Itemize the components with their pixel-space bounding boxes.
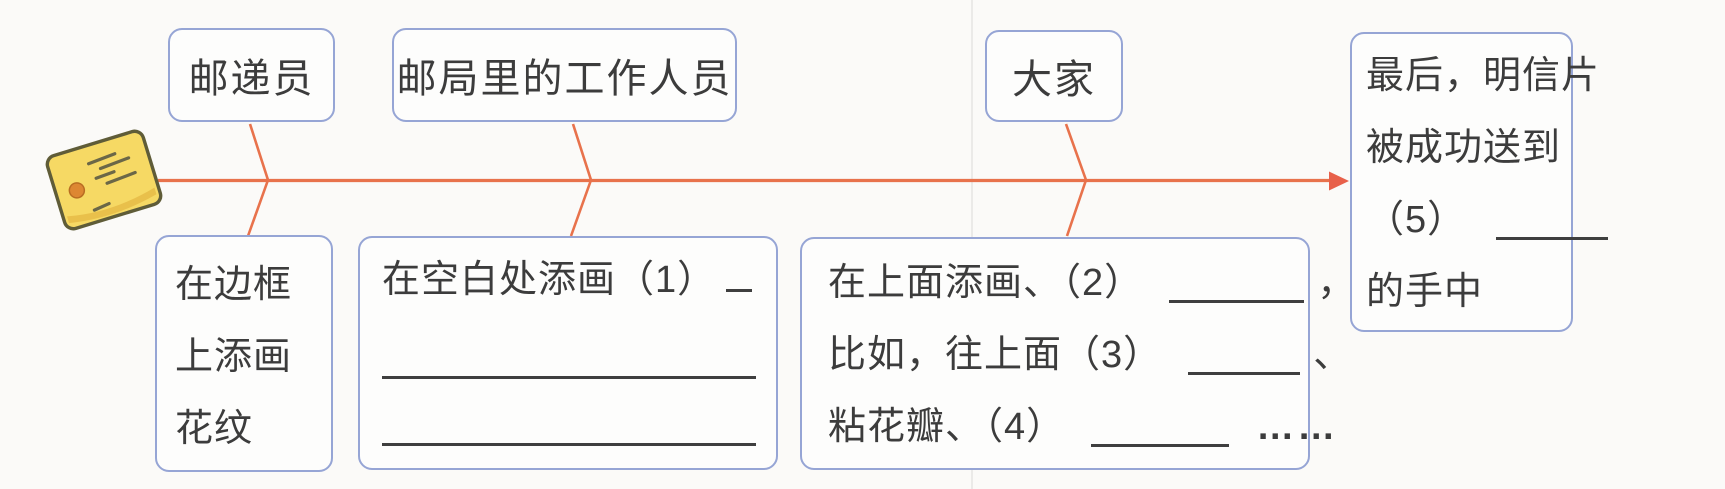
action-box-2: 在空白处添画（1） bbox=[358, 236, 778, 470]
action3-line1-comma: ， bbox=[1317, 262, 1357, 304]
writing-line-1[interactable] bbox=[382, 376, 756, 379]
action1-line1: 在边框 bbox=[175, 264, 293, 306]
action2-line1-text: 在空白处添画（1） bbox=[382, 259, 717, 301]
blank-4[interactable] bbox=[1090, 442, 1229, 447]
blank-2[interactable] bbox=[1168, 298, 1304, 303]
action3-line1-text: 在上面添画、（2） bbox=[828, 262, 1144, 304]
branch-chevron-3 bbox=[1064, 123, 1088, 237]
blank-1[interactable] bbox=[726, 287, 752, 292]
ellipsis: …… bbox=[1256, 406, 1339, 448]
actor-label: 邮局里的工作人员 bbox=[396, 57, 733, 101]
result-line4: 的手中 bbox=[1366, 271, 1484, 313]
branch-chevron-2 bbox=[569, 123, 593, 237]
address-lines-icon bbox=[86, 152, 137, 212]
branch-chevron-1 bbox=[246, 123, 270, 237]
action3-line3-text: 粘花瓣、（4） bbox=[828, 406, 1066, 448]
action3-line2-comma: 、 bbox=[1313, 334, 1353, 376]
actor-label: 邮递员 bbox=[188, 57, 315, 101]
result-line2: 被成功送到 bbox=[1366, 127, 1562, 169]
writing-line-2[interactable] bbox=[382, 443, 756, 446]
action-box-3: 在上面添画、（2） ， 比如，往上面（3） 、 粘花瓣、（4） …… bbox=[800, 237, 1355, 470]
blank-3[interactable] bbox=[1187, 370, 1300, 375]
action-box-1: 在边框 上添画 花纹 bbox=[155, 235, 333, 472]
actor-box-everyone: 大家 bbox=[985, 30, 1123, 122]
result-box: 最后，明信片 被成功送到 （5） 的手中 bbox=[1350, 32, 1608, 332]
actor-box-postman: 邮递员 bbox=[168, 28, 335, 122]
action1-line2: 上添画 bbox=[175, 336, 293, 378]
arrowhead-icon bbox=[1329, 171, 1349, 191]
action3-line2-text: 比如，往上面（3） bbox=[828, 334, 1163, 376]
result-line3-text: （5） bbox=[1366, 199, 1467, 241]
actor-box-post-office-staff: 邮局里的工作人员 bbox=[392, 28, 737, 122]
postcard-icon bbox=[45, 129, 163, 231]
stamp-icon bbox=[68, 182, 86, 199]
action1-line3: 花纹 bbox=[175, 408, 254, 450]
blank-5[interactable] bbox=[1495, 235, 1608, 240]
result-line1: 最后，明信片 bbox=[1366, 55, 1601, 97]
actor-label: 大家 bbox=[1012, 58, 1096, 102]
